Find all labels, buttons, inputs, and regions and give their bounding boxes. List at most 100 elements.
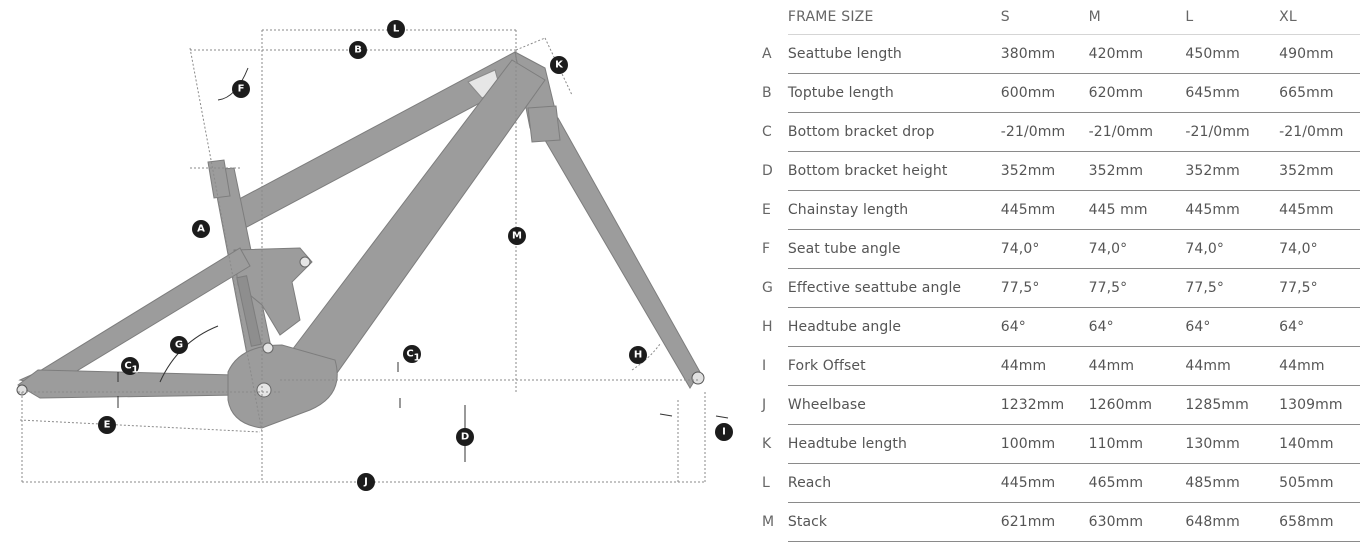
value-size-s: 445mm <box>1000 190 1089 230</box>
row-letter: M <box>762 514 775 530</box>
value-size-l: 645mm <box>1185 73 1280 113</box>
value-size-xl: 44mm <box>1279 346 1360 386</box>
value-size-l: 64° <box>1185 307 1280 347</box>
marker-d: D <box>456 428 474 446</box>
frame-geometry-diagram: L B K F A M G C 1 C 1 H E I <box>16 20 733 491</box>
value-size-xl: 445mm <box>1279 190 1360 230</box>
value-size-xl: 505mm <box>1279 463 1360 503</box>
row-letter: H <box>762 319 773 335</box>
row-measurement-name: Effective seattube angle <box>787 268 1001 308</box>
value-size-l: 352mm <box>1185 151 1280 191</box>
value-size-xl: -21/0mm <box>1279 112 1360 152</box>
value-size-m: 465mm <box>1088 463 1186 503</box>
value-size-m: 77,5° <box>1088 268 1186 308</box>
row-measurement-name: Toptube length <box>787 73 1001 113</box>
value-size-m: 74,0° <box>1088 229 1186 269</box>
marker-f: F <box>232 80 250 98</box>
value-size-s: 64° <box>1000 307 1089 347</box>
table-header-row: FRAME SIZE S M L XL <box>760 0 1360 35</box>
row-measurement-name: Bottom bracket drop <box>787 112 1001 152</box>
value-size-m: 420mm <box>1088 34 1186 74</box>
value-size-m: 44mm <box>1088 346 1186 386</box>
value-size-xl: 658mm <box>1279 502 1360 542</box>
value-size-m: 630mm <box>1088 502 1186 542</box>
svg-text:C: C <box>124 361 131 372</box>
row-measurement-name: Wheelbase <box>787 385 1001 425</box>
value-size-s: 77,5° <box>1000 268 1089 308</box>
svg-text:C: C <box>406 349 413 360</box>
row-measurement-name: Fork Offset <box>787 346 1001 386</box>
header-size-xl: XL <box>1279 0 1360 35</box>
row-measurement-name: Reach <box>787 463 1001 503</box>
svg-text:H: H <box>634 350 642 361</box>
svg-text:J: J <box>363 477 368 488</box>
row-letter: J <box>762 397 767 413</box>
value-size-m: 352mm <box>1088 151 1186 191</box>
row-letter: D <box>762 163 773 179</box>
value-size-m: 1260mm <box>1088 385 1186 425</box>
row-letter: C <box>762 124 772 140</box>
row-letter: A <box>762 46 772 62</box>
value-size-l: 1285mm <box>1185 385 1280 425</box>
row-measurement-name: Chainstay length <box>787 190 1001 230</box>
header-size-l: L <box>1185 0 1280 35</box>
fork-crown <box>527 105 561 143</box>
value-size-xl: 1309mm <box>1279 385 1360 425</box>
marker-e: E <box>98 416 116 434</box>
marker-k: K <box>550 56 568 74</box>
value-size-s: 621mm <box>1000 502 1089 542</box>
marker-m: M <box>508 227 526 245</box>
marker-a: A <box>192 220 210 238</box>
row-letter: E <box>762 202 771 218</box>
rocker-pivot <box>299 256 311 268</box>
value-size-s: 600mm <box>1000 73 1089 113</box>
value-size-xl: 352mm <box>1279 151 1360 191</box>
value-size-s: 352mm <box>1000 151 1089 191</box>
header-size-s: S <box>1000 0 1089 35</box>
marker-l: L <box>387 20 405 38</box>
motor-housing <box>227 344 338 429</box>
value-size-l: 44mm <box>1185 346 1280 386</box>
bike-frame <box>16 51 705 429</box>
main-pivot <box>262 342 274 354</box>
value-size-l: 450mm <box>1185 34 1280 74</box>
row-measurement-name: Bottom bracket height <box>787 151 1001 191</box>
value-size-xl: 140mm <box>1279 424 1360 464</box>
row-letter: I <box>762 358 767 374</box>
value-size-xl: 490mm <box>1279 34 1360 74</box>
value-size-m: 110mm <box>1088 424 1186 464</box>
marker-j: J <box>357 473 375 491</box>
value-size-xl: 665mm <box>1279 73 1360 113</box>
svg-text:G: G <box>175 340 183 351</box>
row-measurement-name: Seattube length <box>787 34 1001 74</box>
svg-text:F: F <box>238 84 245 95</box>
svg-text:B: B <box>354 45 362 56</box>
svg-text:K: K <box>555 60 564 71</box>
value-size-m: 620mm <box>1088 73 1186 113</box>
seat-post <box>207 159 231 199</box>
svg-text:1: 1 <box>132 365 139 376</box>
value-size-xl: 77,5° <box>1279 268 1360 308</box>
header-size-m: M <box>1088 0 1186 35</box>
value-size-l: 77,5° <box>1185 268 1280 308</box>
row-letter: K <box>762 436 772 452</box>
svg-text:D: D <box>461 432 469 443</box>
dimension-lines <box>18 29 729 483</box>
svg-text:L: L <box>393 24 400 35</box>
value-size-s: 380mm <box>1000 34 1089 74</box>
marker-c1-front: C 1 <box>403 345 421 364</box>
value-size-m: 64° <box>1088 307 1186 347</box>
fork-leg <box>531 117 701 389</box>
row-letter: F <box>762 241 771 257</box>
marker-c1-rear: C 1 <box>121 357 139 376</box>
svg-text:A: A <box>197 224 205 235</box>
svg-text:M: M <box>512 231 522 242</box>
